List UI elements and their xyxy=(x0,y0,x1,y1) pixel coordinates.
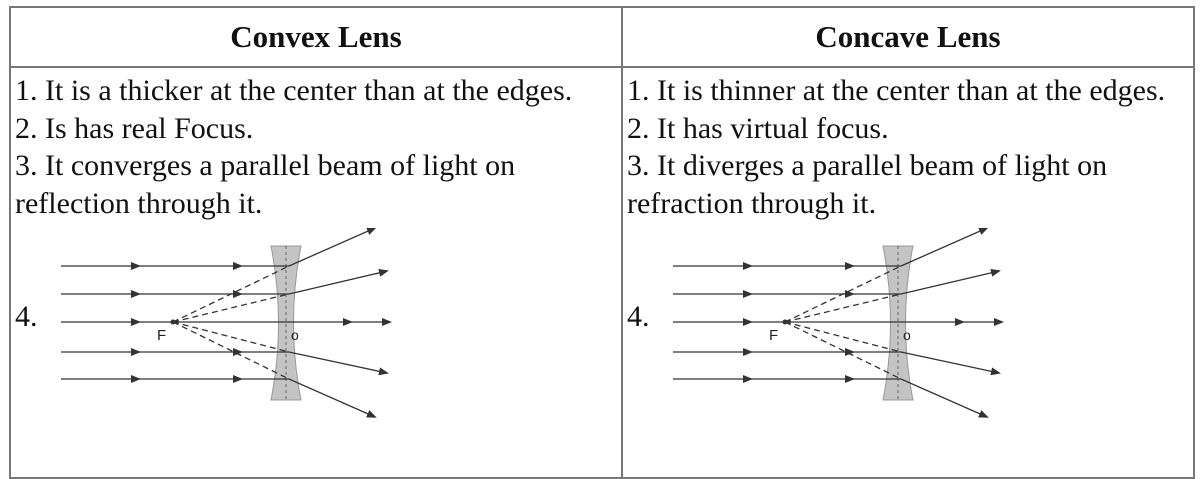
virtual-ray-extension xyxy=(172,265,290,323)
refracted-ray xyxy=(288,268,389,295)
arrowhead xyxy=(233,348,243,356)
arrowhead xyxy=(845,290,855,298)
lens-shape xyxy=(270,245,302,401)
concave-point-2: 2. It has virtual focus. xyxy=(627,111,889,145)
arrowhead xyxy=(131,318,141,326)
convex-lens-ray-diagram: F o xyxy=(61,228,392,418)
arrowhead xyxy=(743,290,753,298)
focus-label: F xyxy=(157,327,166,344)
arrowhead xyxy=(343,318,353,326)
virtual-ray-extension xyxy=(784,265,902,323)
refracted-ray xyxy=(288,378,377,418)
arrowhead xyxy=(743,375,753,383)
concave-lens-header: Concave Lens xyxy=(621,6,1195,68)
arrowhead xyxy=(131,375,141,383)
concave-lens-ray-diagram: F o xyxy=(673,228,1004,418)
convex-point-3: 3. It converges a parallel beam of light… xyxy=(15,149,516,220)
concave-lens-cell: 1. It is thinner at the center than at t… xyxy=(621,66,1195,479)
arrowhead xyxy=(233,375,243,383)
refracted-ray xyxy=(900,378,989,418)
refracted-ray xyxy=(900,228,989,267)
refracted-ray xyxy=(900,351,1001,376)
convex-point-2: 2. Is has real Focus. xyxy=(15,111,254,145)
arrowhead xyxy=(233,290,243,298)
arrowhead xyxy=(845,348,855,356)
optical-center-label: o xyxy=(291,327,299,343)
content-row: 1. It is a thicker at the center than at… xyxy=(9,66,1195,479)
arrowhead xyxy=(131,348,141,356)
virtual-ray-extension xyxy=(784,321,902,380)
virtual-ray-extension xyxy=(172,321,290,353)
arrowhead xyxy=(743,348,753,356)
arrowhead xyxy=(743,262,753,270)
arrowhead xyxy=(955,318,965,326)
refracted-ray xyxy=(288,228,377,267)
virtual-ray-extension xyxy=(172,321,290,380)
virtual-ray-extension xyxy=(784,293,902,323)
virtual-ray-extension xyxy=(784,321,902,353)
focus-label: F xyxy=(769,327,778,344)
concave-diagram-row: 4. xyxy=(627,228,1187,418)
refracted-ray xyxy=(288,351,389,376)
focus-point xyxy=(170,319,176,325)
arrowhead xyxy=(845,262,855,270)
convex-lens-header: Convex Lens xyxy=(9,6,623,68)
convex-diagram-row: 4. xyxy=(15,228,615,418)
arrowhead xyxy=(131,262,141,270)
convex-point-1: 1. It is a thicker at the center than at… xyxy=(15,74,573,107)
concave-point-4-number: 4. xyxy=(627,300,650,333)
refracted-ray xyxy=(900,268,1001,295)
concave-point-3: 3. It diverges a parallel beam of light … xyxy=(627,149,1108,220)
arrowhead xyxy=(845,375,855,383)
focus-point xyxy=(782,319,788,325)
convex-lens-cell: 1. It is a thicker at the center than at… xyxy=(9,66,623,479)
lens-comparison-table: Convex Lens Concave Lens 1. It is a thic… xyxy=(9,6,1195,479)
lens-shape xyxy=(882,245,914,401)
arrowhead xyxy=(743,318,753,326)
arrowhead xyxy=(131,290,141,298)
virtual-ray-extension xyxy=(172,293,290,323)
header-row: Convex Lens Concave Lens xyxy=(9,6,1195,68)
convex-point-4-number: 4. xyxy=(15,300,38,333)
arrowhead xyxy=(233,262,243,270)
optical-center-label: o xyxy=(903,327,911,343)
concave-point-1: 1. It is thinner at the center than at t… xyxy=(627,74,1166,107)
